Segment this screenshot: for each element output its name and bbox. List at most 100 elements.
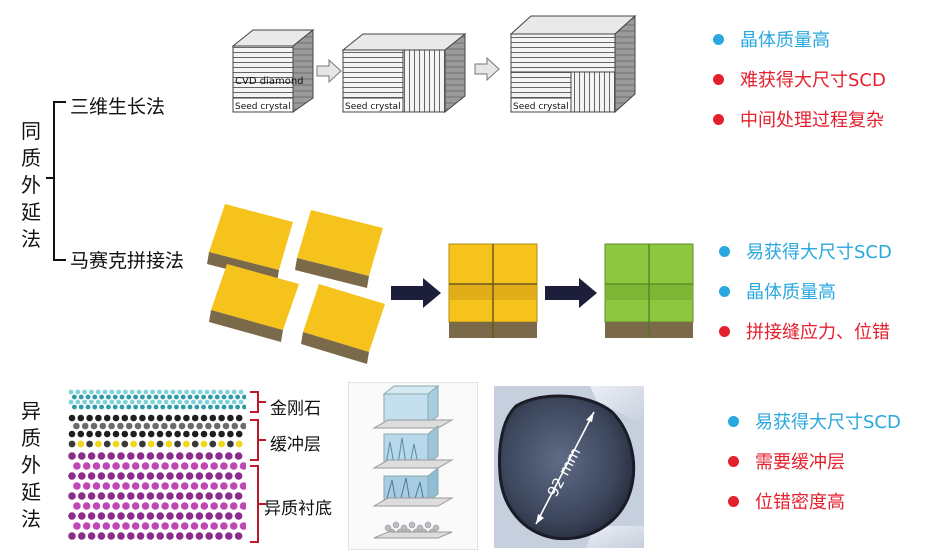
lattice-atom-buffer [117,422,124,430]
lattice-atom-diamond [180,404,186,410]
lattice-atom-buffer [183,430,190,438]
arrow-1 [316,58,342,84]
feature-hetero-item: 需要缓冲层 [728,448,845,474]
feature-mosaic-item: 易获得大尺寸SCD [719,238,892,264]
grown-green-block [604,243,694,338]
tile-top-left [207,204,293,282]
lattice-atom-interface [200,440,208,448]
lattice-atom-diamond [126,394,132,400]
lattice-atom-substrate [146,472,155,480]
lattice-atom-interface [183,440,190,448]
lattice-atom-diamond [123,399,128,405]
lattice-atom-buffer [205,422,212,430]
lattice-atom-substrate [136,512,145,520]
lattice-atom-substrate [195,512,204,520]
lattice-atom-diamond [133,404,138,410]
bullet-dot [713,113,724,125]
feature-mosaic-text: 拼接缝应力、位错 [746,322,890,343]
lattice-atom-substrate [200,522,209,530]
lattice-atom-substrate [82,522,91,530]
lattice-atom-diamond [157,399,162,405]
lattice-atom-substrate [117,512,125,520]
lattice-atom-buffer [86,414,93,422]
lattice-atom-diamond [160,404,166,410]
tile-bottom-right [301,284,385,364]
lattice-atom-buffer [68,414,76,422]
lattice-atom-substrate [87,452,96,460]
lattice-atom-interface [68,440,76,448]
lattice-atom-diamond [177,389,183,395]
lattice-atom-buffer [125,422,133,430]
lattice-atom-substrate [205,492,213,500]
lattice-atom-diamond [99,394,104,400]
bullet-dot [728,455,739,467]
seed-crystal-label-1: Seed crystal [235,102,291,112]
lattice-atom-substrate [107,472,115,480]
lattice-atom-substrate [127,512,135,520]
lattice-atom-substrate [215,472,223,480]
lattice-atom-buffer [139,430,146,438]
lattice-atom-substrate [127,452,135,460]
arrow-to-assembled [391,278,441,308]
lattice-atom-substrate [185,512,194,520]
lattice-atom-buffer [187,422,195,430]
seed-crystal-label-3: Seed crystal [513,102,569,112]
lattice-atom-buffer [86,430,93,438]
3d-growth-diagram: CVD diamond Seed crystal Seed crystal Se… [231,14,637,114]
lattice-atom-substrate [171,462,179,470]
feature-3d-item: 难获得大尺寸SCD [713,66,886,92]
lattice-atom-substrate [171,522,179,530]
lattice-atom-substrate [180,502,189,510]
layer-label-diamond: 金刚石 [270,399,321,419]
lattice-atom-diamond [119,404,125,410]
lattice-atom-buffer [161,422,168,430]
lattice-atom-buffer [147,414,155,422]
lattice-atom-substrate [102,502,111,510]
lattice-atom-substrate [161,462,169,470]
cube-1: CVD diamond Seed crystal [231,28,315,113]
lattice-atom-substrate [122,482,130,490]
lattice-atom-substrate [102,482,111,490]
lattice-atom-diamond [242,404,246,410]
lattice-atom-substrate [225,472,233,480]
lattice-atom-buffer [196,422,203,430]
lattice-atom-diamond [153,404,159,410]
lattice-atom-substrate [229,482,238,490]
lattice-atom-substrate [195,452,204,460]
feature-hetero-text: 易获得大尺寸SCD [755,412,901,433]
lattice-atom-buffer [95,430,102,438]
lattice-atom-diamond [225,389,230,395]
lattice-atom-diamond [82,399,87,405]
lattice-atom-diamond [231,399,237,405]
lattice-atom-substrate [239,522,246,530]
lattice-atom-substrate [185,452,194,460]
lattice-atom-diamond [150,399,155,405]
lattice-atom-diamond [231,389,237,395]
homoepitaxy-label: 同质外延法 [21,119,41,251]
lattice-atom-buffer [200,414,208,422]
lattice-atom-buffer [218,430,225,438]
bullet-dot [719,285,730,297]
lattice-atom-substrate [146,452,155,460]
lattice-atom-substrate [68,532,76,540]
lattice-atom-buffer [174,414,181,422]
lattice-atom-diamond [201,394,207,400]
lattice-atom-substrate [82,502,91,510]
lattice-atom-substrate [117,532,125,540]
lattice-atom-substrate [200,502,209,510]
lattice-atom-diamond [208,394,213,400]
lattice-atom-substrate [141,502,150,510]
lattice-atom-substrate [176,492,184,500]
feature-mosaic-text: 晶体质量高 [746,282,836,303]
lattice-atom-diamond [119,394,125,400]
lattice-atom-buffer [191,414,199,422]
lattice-atom-interface [191,440,199,448]
lattice-atom-diamond [75,389,81,395]
lattice-atom-diamond [174,394,179,400]
lattice-atom-buffer [200,430,208,438]
lattice-atom-substrate [82,482,91,490]
lattice-atom-substrate [107,532,115,540]
lattice-atom-substrate [127,492,135,500]
lattice-atom-diamond [204,389,210,395]
lattice-atom-buffer [156,430,164,438]
